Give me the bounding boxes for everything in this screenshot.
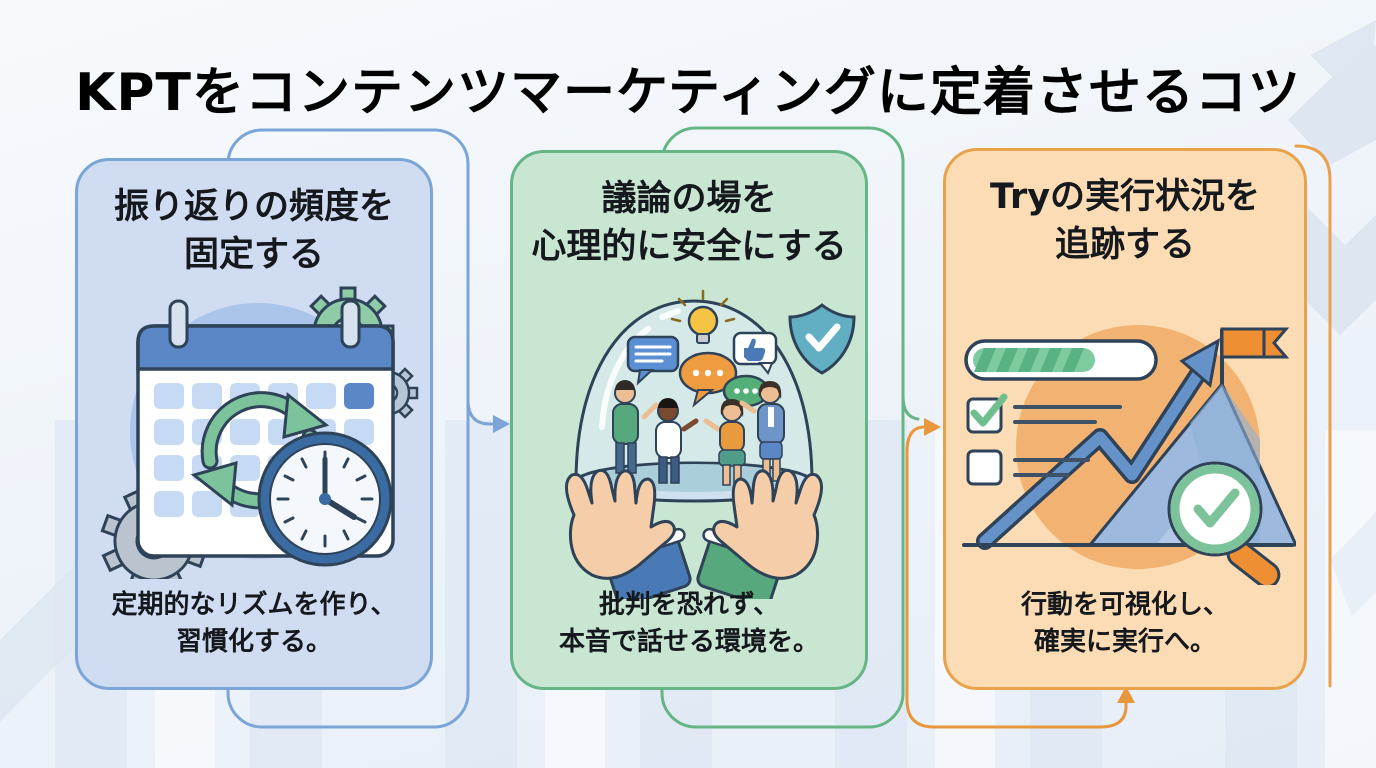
arrow-into-card3-bottom-icon (1117, 686, 1135, 703)
speech-bubble-green-icon (722, 374, 770, 408)
card1-title: 振り返りの頻度を 固定する (78, 183, 430, 280)
card2-caption-line2: 本音で話せる環境を。 (558, 627, 819, 658)
checkbox-empty-icon (966, 449, 1003, 486)
person-white-shirt (655, 398, 699, 484)
clock-icon (257, 431, 393, 567)
arrow-into-card2-icon (493, 415, 510, 433)
rail-card1-arrow-stem (466, 382, 495, 426)
card-fix-frequency: 振り返りの頻度を 固定する (75, 158, 433, 690)
card2-title: 議論の場を 心理的に安全にする (513, 175, 865, 272)
card-psychological-safety: 議論の場を 心理的に安全にする (510, 150, 868, 690)
card3-title-line2: 追跡する (1054, 225, 1195, 266)
rail-card2-arrow-stem (901, 378, 920, 421)
card3-caption: 行動を可視化し、 確実に実行へ。 (954, 587, 1296, 661)
magnifier-check-icon (1167, 461, 1281, 585)
rail-card3 (905, 446, 1128, 729)
thumbs-up-bubble-icon (732, 331, 778, 375)
card1-caption: 定期的なリズムを作り、 習慣化する。 (86, 587, 422, 661)
card2-caption: 批判を恐れず、 本音で話せる環境を。 (521, 587, 857, 661)
card2-title-line1: 議論の場を (601, 179, 777, 219)
speech-bubble-orange-icon (678, 351, 738, 408)
card3-caption-line1: 行動を可視化し、 (1020, 590, 1229, 621)
progress-bar-stripes (974, 348, 1084, 372)
growth-arrow-icon (976, 338, 1221, 550)
rail-card3-stem-top (905, 425, 925, 454)
card1-caption-line1: 定期的なリズムを作り、 (111, 590, 397, 621)
card2-caption-line1: 批判を恐れず、 (598, 590, 780, 621)
progress-bar (964, 339, 1158, 381)
right-hand (696, 468, 823, 599)
speech-bubble-blue-icon (626, 335, 680, 386)
left-hand (565, 468, 692, 599)
clock-ticks (276, 450, 374, 548)
person-blue-blazer (739, 381, 785, 482)
person-orange-top (703, 399, 746, 486)
lightbulb-icon (670, 289, 736, 344)
hands-icon (565, 468, 823, 599)
background-chevron-right (1330, 512, 1376, 616)
card3-caption-line2: 確実に実行へ。 (1033, 627, 1216, 658)
safe-discussion-illustration (565, 289, 856, 599)
card1-title-line2: 固定する (183, 235, 324, 276)
checklist (966, 393, 1122, 486)
card1-caption-line2: 習慣化する。 (175, 627, 332, 658)
card-track-try: Tryの実行状況を 追跡する (943, 148, 1307, 690)
people-group (612, 380, 785, 486)
rail-card3-right (1294, 144, 1332, 688)
card3-title: Tryの実行状況を 追跡する (946, 173, 1304, 270)
calendar-illustration (100, 286, 419, 579)
card1-title-line1: 振り返りの頻度を (113, 187, 394, 227)
page-title: KPTをコンテンツマーケティングに定着させるコツ (75, 62, 1301, 123)
card2-title-line2: 心理的に安全にする (531, 227, 847, 268)
tracking-chart-illustration (962, 325, 1296, 585)
arrow-into-card3-icon (924, 418, 941, 436)
shield-check-icon (788, 303, 856, 375)
thumbs-up-icon (744, 338, 766, 361)
card3-title-line1: Tryの実行状況を (989, 177, 1261, 217)
